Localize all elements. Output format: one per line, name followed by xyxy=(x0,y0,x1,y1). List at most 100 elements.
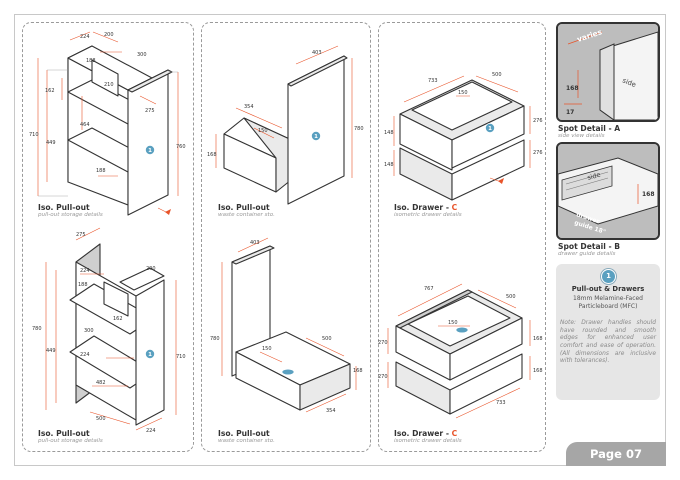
dim-label: 270 xyxy=(378,374,388,380)
dim-label: 188 xyxy=(96,168,106,174)
caption-title: Iso. Pull-out xyxy=(218,429,270,438)
caption-title: Spot Detail - B xyxy=(558,242,621,251)
caption-pullout-top: Iso. Pull-out pull-out storage details xyxy=(38,204,103,219)
dim-label: 760 xyxy=(176,144,186,150)
dim-label: 275 xyxy=(76,232,86,238)
spot-a-drawing: varies side 168 17 xyxy=(558,24,658,120)
caption-subtitle: isometric drawer details xyxy=(394,438,462,445)
waste-drawing-top: 1 xyxy=(215,45,353,205)
marker-label: 1 xyxy=(314,134,318,140)
material-info-box: 1 Pull-out & Drawers 18mm Melamine-Faced… xyxy=(556,264,660,400)
caption-title: Iso. Pull-out xyxy=(218,203,270,212)
waste-dims-bottom: 403 780 150 500 168 354 xyxy=(210,240,363,414)
caption-subtitle: waste container sto. xyxy=(218,212,275,219)
caption-spot-b: Spot Detail - B drawer guide details xyxy=(558,243,620,258)
dim-label: 200 xyxy=(146,266,156,272)
dim-label: 449 xyxy=(46,140,56,146)
pullout-dims-top: 224 200 188 300 162 210 464 275 710 449 … xyxy=(29,32,186,174)
dim-label: 168 xyxy=(533,368,543,374)
dim-label: 162 xyxy=(45,88,55,94)
caption-title: Iso. Pull-out xyxy=(38,429,90,438)
dim-label: 500 xyxy=(506,294,516,300)
dim-label: 270 xyxy=(378,340,388,346)
dim-label: 464 xyxy=(80,122,90,128)
dim-label: 780 xyxy=(32,326,42,332)
dim-label: 275 xyxy=(145,108,155,114)
dim-label: 500 xyxy=(322,336,332,342)
dim-label: 276 xyxy=(533,150,543,156)
drawer-drawing-bottom xyxy=(387,283,531,419)
caption-waste-top: Iso. Pull-out waste container sto. xyxy=(218,204,275,219)
dim-label: 780 xyxy=(354,126,364,132)
dim-label: 150 xyxy=(258,128,268,134)
caption-pullout-bottom: Iso. Pull-out pull-out storage details xyxy=(38,430,103,445)
pullout-drawing-bottom: 1 xyxy=(45,227,177,431)
spot-a-17: 17 xyxy=(566,109,574,116)
caption-subtitle: waste container sto. xyxy=(218,438,275,445)
drawer-dims-top: 733 500 150 148 148 276 276 xyxy=(384,72,543,168)
dim-label: 168 xyxy=(353,368,363,374)
dim-label: 449 xyxy=(46,348,56,354)
marker-label: 1 xyxy=(488,126,492,132)
caption-subtitle: drawer guide details xyxy=(558,251,616,258)
page-frame xyxy=(14,14,666,466)
spot-b-drawing: side 168 drawer guide 18" xyxy=(558,144,658,238)
dim-label: 482 xyxy=(96,380,106,386)
spot-detail-b-image: side 168 drawer guide 18" xyxy=(556,142,660,240)
dim-label: 276 xyxy=(533,118,543,124)
dim-label: 403 xyxy=(312,50,322,56)
caption-subtitle: side view details xyxy=(558,133,605,140)
dim-label: 733 xyxy=(428,78,438,84)
caption-waste-bottom: Iso. Pull-out waste container sto. xyxy=(218,430,275,445)
dim-label: 150 xyxy=(448,320,458,326)
dim-label: 188 xyxy=(86,58,96,64)
caption-title: Iso. Drawer - C xyxy=(394,203,458,212)
dim-label: 200 xyxy=(104,32,114,38)
dim-label: 780 xyxy=(210,336,220,342)
marker-label: 1 xyxy=(148,148,152,154)
dim-label: 148 xyxy=(384,130,394,136)
marker-label: 1 xyxy=(148,352,152,358)
material-badge: 1 xyxy=(601,269,616,284)
caption-spot-a: Spot Detail - A side view details xyxy=(558,125,620,140)
panel-pullout xyxy=(22,22,194,452)
dim-label: 210 xyxy=(104,82,114,88)
dim-label: 168 xyxy=(533,336,543,342)
waste-drawing-bottom xyxy=(221,237,357,413)
dim-label: 168 xyxy=(207,152,217,158)
dim-label: 710 xyxy=(29,132,39,138)
dim-label: 224 xyxy=(146,428,156,434)
material-note: Note: Drawer handles should have rounded… xyxy=(560,320,656,365)
dim-label: 224 xyxy=(80,34,90,40)
dim-label: 150 xyxy=(458,90,468,96)
caption-title: Spot Detail - A xyxy=(558,124,621,133)
dim-label: 500 xyxy=(96,416,106,422)
drawer-dims-bottom: 767 500 150 270 270 168 168 733 xyxy=(378,286,543,406)
dim-label: 710 xyxy=(176,354,186,360)
waste-dims-top: 403 354 150 168 780 xyxy=(207,50,364,158)
material-heading: Pull-out & Drawers xyxy=(571,285,645,293)
dim-label: 300 xyxy=(137,52,147,58)
caption-subtitle: pull-out storage details xyxy=(38,212,103,219)
dim-label: 733 xyxy=(496,400,506,406)
dim-label: 300 xyxy=(84,328,94,334)
dim-label: 188 xyxy=(78,282,88,288)
pullout-dims-bottom: 275 224 200 188 162 300 780 449 224 482 … xyxy=(32,232,186,434)
caption-title: Iso. Pull-out xyxy=(38,203,90,212)
pullout-drawing-top: 1 xyxy=(37,31,179,216)
dim-label: 354 xyxy=(326,408,336,414)
dim-label: 150 xyxy=(262,346,272,352)
panel-drawer xyxy=(378,22,546,452)
dim-label: 148 xyxy=(384,162,394,168)
page-number-tab: Page 07 xyxy=(566,442,666,466)
dim-label: 767 xyxy=(424,286,434,292)
caption-subtitle: isometric drawer details xyxy=(394,212,462,219)
panel-waste xyxy=(201,22,371,452)
spot-detail-a-image: varies side 168 17 xyxy=(556,22,660,122)
dim-label: 354 xyxy=(244,104,254,110)
drawer-drawing-top: 1 xyxy=(393,75,531,201)
spot-b-168: 168 xyxy=(642,191,655,198)
dim-label: 162 xyxy=(113,316,123,322)
